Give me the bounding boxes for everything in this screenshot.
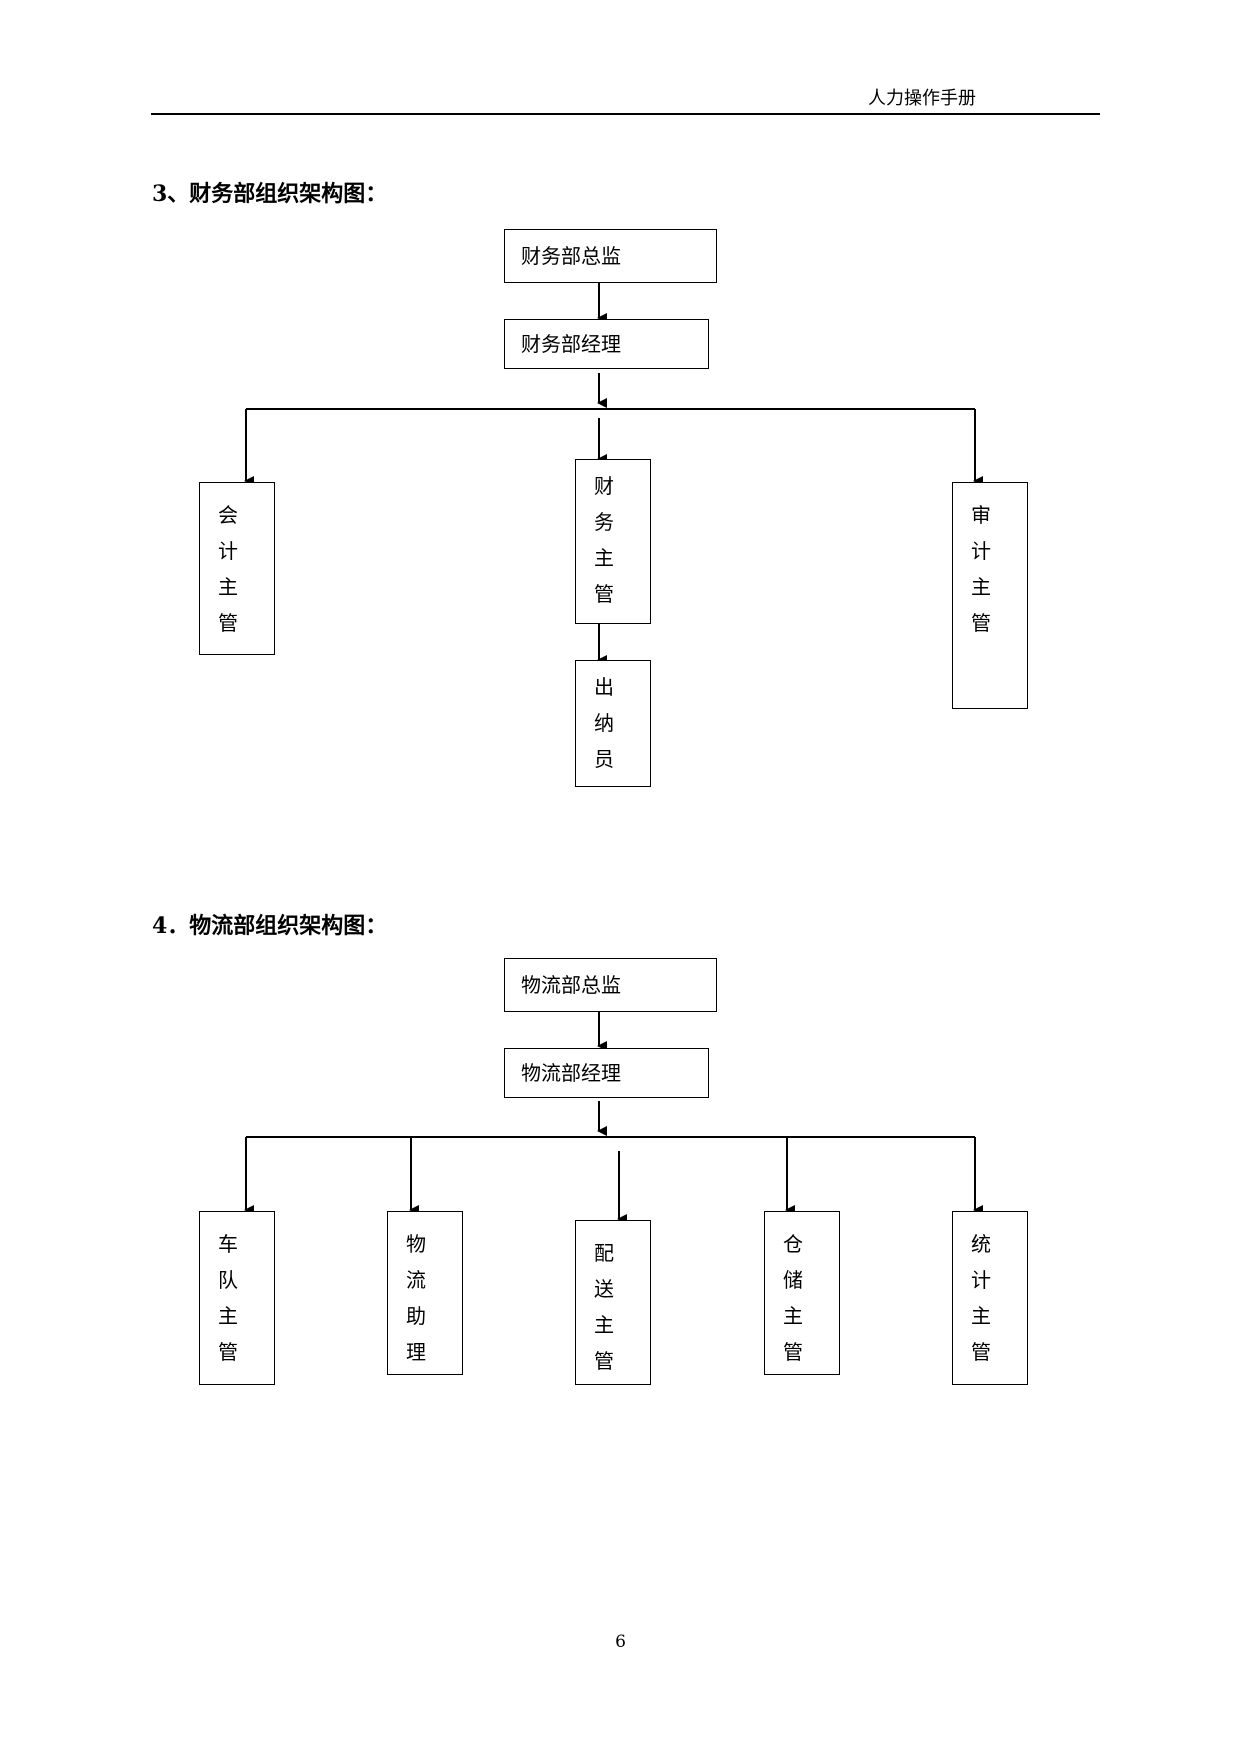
warehouse-supervisor-label: 仓储主管 (783, 1226, 807, 1370)
vertical-char: 管 (594, 1349, 614, 1373)
fleet-supervisor-label: 车队主管 (218, 1226, 242, 1370)
logistics-assistant-label: 物流助理 (406, 1226, 430, 1370)
vertical-char: 统 (971, 1232, 991, 1256)
vertical-char: 理 (406, 1340, 426, 1364)
finance-manager-box: 财务部经理 (504, 319, 709, 369)
accounting-supervisor-box: 会计主管 (199, 482, 275, 655)
finance-supervisor-label: 财务主管 (594, 468, 618, 612)
header-title: 人力操作手册 (868, 88, 976, 109)
logistics-manager-label: 物流部经理 (521, 1061, 621, 1085)
finance-connectors (244, 283, 983, 665)
warehouse-supervisor-box: 仓储主管 (764, 1211, 840, 1375)
statistics-supervisor-label: 统计主管 (971, 1226, 995, 1370)
vertical-char: 管 (971, 1340, 991, 1364)
finance-director-label: 财务部总监 (521, 244, 621, 268)
page-number: 6 (615, 1632, 626, 1652)
logistics-director-label: 物流部总监 (521, 973, 621, 997)
vertical-char: 财 (594, 474, 614, 498)
vertical-char: 仓 (783, 1232, 803, 1256)
accounting-supervisor-label: 会计主管 (218, 497, 242, 641)
vertical-char: 管 (971, 611, 991, 635)
cashier-label: 出纳员 (594, 669, 618, 777)
vertical-char: 主 (783, 1304, 803, 1328)
cashier-box: 出纳员 (575, 660, 651, 787)
logistics-connectors (244, 1011, 983, 1224)
vertical-char: 主 (971, 1304, 991, 1328)
delivery-supervisor-label: 配送主管 (594, 1235, 618, 1379)
delivery-supervisor-box: 配送主管 (575, 1220, 651, 1385)
vertical-char: 务 (594, 510, 614, 534)
logistics-section-title: 4．物流部组织架构图： (152, 913, 388, 939)
vertical-char: 计 (971, 539, 991, 563)
vertical-char: 主 (218, 1304, 238, 1328)
vertical-char: 计 (971, 1268, 991, 1292)
vertical-char: 出 (594, 675, 614, 699)
vertical-char: 主 (594, 546, 614, 570)
vertical-char: 助 (406, 1304, 426, 1328)
header-rule (151, 113, 1100, 115)
vertical-char: 送 (594, 1277, 614, 1301)
finance-section-title: 3、财务部组织架构图： (152, 181, 388, 207)
vertical-char: 队 (218, 1268, 238, 1292)
vertical-char: 纳 (594, 711, 614, 735)
vertical-char: 审 (971, 503, 991, 527)
vertical-char: 配 (594, 1241, 614, 1265)
vertical-char: 管 (218, 611, 238, 635)
audit-supervisor-box: 审计主管 (952, 482, 1028, 709)
vertical-char: 员 (594, 747, 614, 771)
vertical-char: 主 (594, 1313, 614, 1337)
logistics-manager-box: 物流部经理 (504, 1048, 709, 1098)
statistics-supervisor-box: 统计主管 (952, 1211, 1028, 1385)
finance-manager-label: 财务部经理 (521, 332, 621, 356)
fleet-supervisor-box: 车队主管 (199, 1211, 275, 1385)
vertical-char: 管 (218, 1340, 238, 1364)
audit-supervisor-label: 审计主管 (971, 497, 995, 641)
vertical-char: 计 (218, 539, 238, 563)
vertical-char: 主 (971, 575, 991, 599)
vertical-char: 主 (218, 575, 238, 599)
vertical-char: 管 (594, 582, 614, 606)
vertical-char: 储 (783, 1268, 803, 1292)
vertical-char: 流 (406, 1268, 426, 1292)
vertical-char: 管 (783, 1340, 803, 1364)
vertical-char: 会 (218, 503, 238, 527)
logistics-assistant-box: 物流助理 (387, 1211, 463, 1375)
logistics-director-box: 物流部总监 (504, 958, 717, 1012)
vertical-char: 车 (218, 1232, 238, 1256)
finance-director-box: 财务部总监 (504, 229, 717, 283)
finance-supervisor-box: 财务主管 (575, 459, 651, 624)
vertical-char: 物 (406, 1232, 426, 1256)
